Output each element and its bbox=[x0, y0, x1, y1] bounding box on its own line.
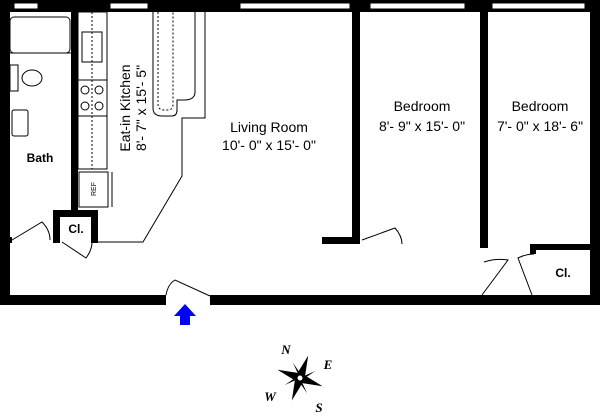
bedroom1-dimensions: 8'- 9" x 15'- 0" bbox=[379, 118, 465, 134]
bedroom2-dimensions: 7'- 0" x 18'- 6" bbox=[497, 118, 583, 134]
bath-fixtures bbox=[9, 16, 71, 137]
kitchen-label: Eat-in Kitchen bbox=[117, 64, 133, 151]
stove bbox=[77, 79, 108, 117]
bedroom1-label: Bedroom bbox=[394, 98, 451, 114]
compass-rose-icon bbox=[277, 355, 323, 401]
closet2-label: Cl. bbox=[555, 266, 570, 280]
sink bbox=[11, 109, 29, 137]
toilet bbox=[21, 69, 43, 87]
entry-arrow-icon bbox=[174, 304, 196, 325]
compass-s: S bbox=[315, 400, 322, 415]
living-room-dimensions: 10'- 0" x 15'- 0" bbox=[222, 137, 316, 153]
doors bbox=[11, 221, 535, 297]
windows bbox=[13, 2, 586, 10]
refrigerator bbox=[78, 171, 109, 208]
kitchen-dimensions: 8'- 7" x 15'- 5" bbox=[133, 65, 149, 151]
compass-e: E bbox=[323, 357, 333, 372]
refrigerator-label: REF bbox=[91, 182, 98, 196]
bathtub bbox=[9, 16, 71, 54]
kitchen-counter bbox=[77, 11, 206, 243]
bedroom2-label: Bedroom bbox=[512, 98, 569, 114]
bath-label: Bath bbox=[27, 151, 54, 165]
compass-w: W bbox=[264, 389, 277, 404]
closet1-label: Cl. bbox=[68, 222, 83, 236]
living-room-label: Living Room bbox=[230, 119, 308, 135]
compass-n: N bbox=[280, 342, 291, 357]
kitchen-sink bbox=[81, 31, 103, 63]
